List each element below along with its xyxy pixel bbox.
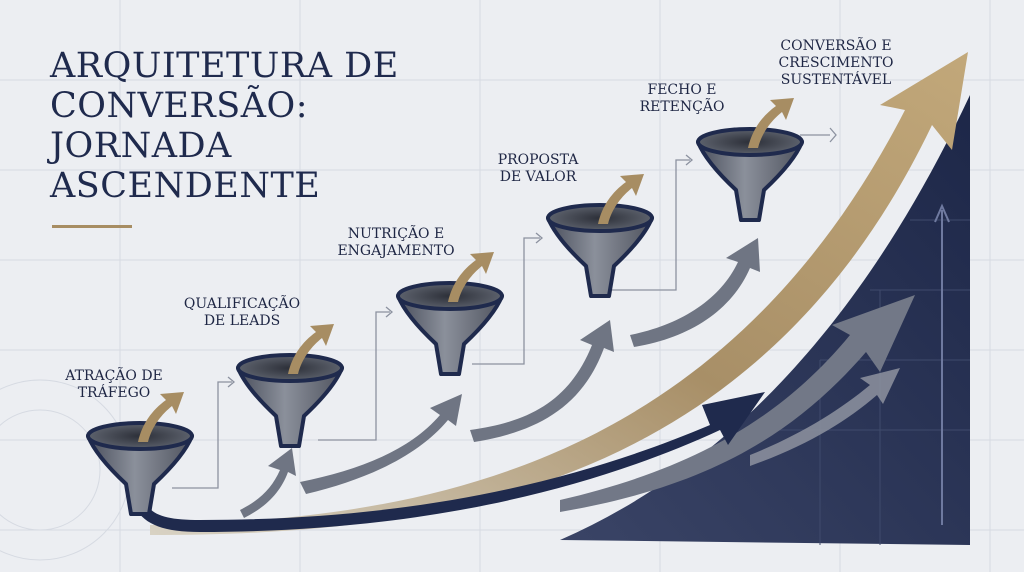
funnel-5	[696, 98, 804, 222]
funnel-rising-arrow	[598, 174, 644, 224]
gold-growth-arrow	[150, 52, 968, 535]
funnel-4	[546, 174, 654, 298]
stage-label-line: CONVERSÃO E	[780, 38, 892, 54]
navy-flow-arrow	[128, 392, 765, 532]
stage-label-line: FECHO E	[647, 82, 717, 98]
stage-label-line: SUSTENTÁVEL	[780, 72, 892, 88]
stage-label-line: NUTRIÇÃO E	[347, 226, 445, 242]
stage-label-value-proposition: PROPOSTA DE VALOR	[498, 152, 579, 186]
title-line: ASCENDENTE	[50, 166, 321, 206]
stage-label-nurturing: NUTRIÇÃO E ENGAJAMENTO	[337, 226, 454, 260]
diagram-title: ARQUITETURA DE CONVERSÃO: JORNADA ASCEND…	[50, 46, 450, 206]
stage-label-line: CRESCIMENTO	[778, 55, 894, 71]
stage-connector-lines	[172, 127, 837, 489]
funnel-body	[86, 434, 194, 516]
stage-label-line: RETENÇÃO	[639, 99, 725, 115]
area-up-arrow	[934, 203, 950, 525]
funnel-body	[236, 366, 344, 448]
stage-label-line: ATRAÇÃO DE	[65, 368, 163, 384]
funnel-rising-arrow	[138, 392, 184, 442]
title-line: CONVERSÃO:	[50, 86, 309, 126]
funnel-1	[86, 392, 194, 516]
funnel-body	[546, 216, 654, 298]
grey-growth-arrow-small	[750, 368, 900, 466]
funnel-2	[236, 324, 344, 448]
stage-label-line: ENGAJAMENTO	[337, 243, 455, 259]
title-line: JORNADA	[50, 126, 232, 166]
funnel-3	[396, 252, 504, 376]
stage-label-qualification: QUALIFICAÇÃO DE LEADS	[184, 296, 300, 330]
stage-label-closing: FECHO E RETENÇÃO	[640, 82, 725, 116]
stage-label-line: TRÁFEGO	[77, 385, 151, 401]
stage-label-traffic: ATRAÇÃO DE TRÁFEGO	[65, 368, 163, 402]
stage-label-line: QUALIFICAÇÃO	[183, 296, 301, 312]
funnel-rising-arrow	[288, 324, 334, 374]
funnel-rising-arrow	[748, 98, 794, 148]
growth-area	[560, 95, 970, 545]
stage-connector-arrows	[240, 238, 760, 518]
funnel-body	[696, 140, 804, 222]
title-line: ARQUITETURA DE	[50, 46, 399, 86]
stage-label-line: PROPOSTA	[497, 152, 579, 168]
stage-label-line: DE VALOR	[499, 169, 577, 185]
funnel-layer	[86, 98, 804, 516]
stage-label-conversion: CONVERSÃO E CRESCIMENTO SUSTENTÁVEL	[779, 38, 894, 89]
stage-label-line: DE LEADS	[203, 313, 281, 329]
funnel-body	[396, 294, 504, 376]
grey-growth-arrow	[560, 295, 915, 512]
funnel-rising-arrow	[448, 252, 494, 302]
title-underline	[52, 225, 132, 228]
